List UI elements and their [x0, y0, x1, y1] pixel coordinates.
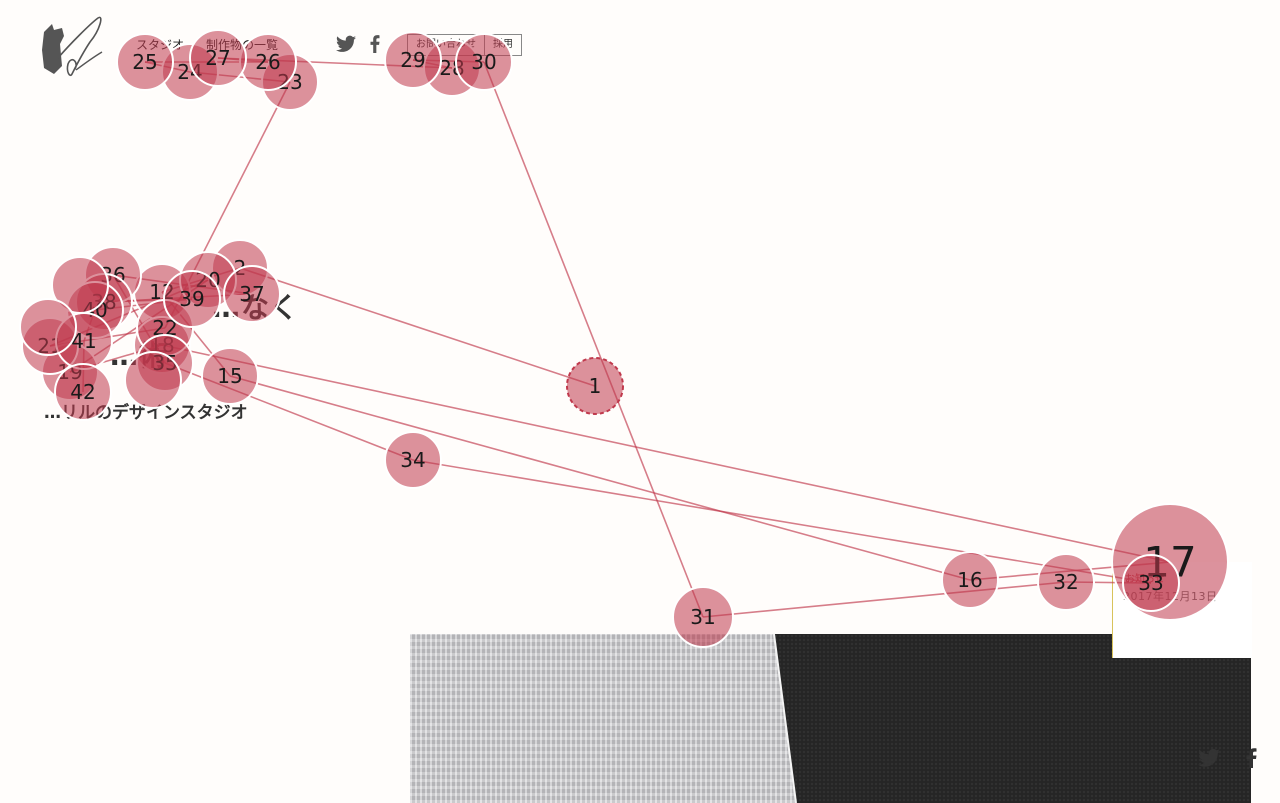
gaze-fixation-label: 31 — [690, 605, 715, 629]
facebook-icon[interactable] — [370, 35, 380, 53]
gaze-fixation-label: 34 — [400, 448, 425, 472]
gaze-fixation: 16 — [942, 552, 998, 608]
gaze-fixation: 1 — [567, 358, 623, 414]
hero-image — [410, 634, 1251, 803]
gaze-path-segment — [703, 582, 1066, 617]
gaze-fixation-label: 25 — [132, 50, 157, 74]
gaze-fixation: 23 — [262, 54, 318, 110]
gaze-path-segment — [190, 72, 290, 82]
news-card[interactable]: お知らせ 2017年12月13日 — [1112, 562, 1252, 658]
gaze-path-segment — [218, 58, 268, 62]
header-buttons: お問い合わせ 採用 — [407, 34, 522, 56]
gaze-fixation-label: 2 — [234, 256, 247, 280]
header-sns — [336, 35, 380, 53]
gaze-path-segment — [413, 60, 484, 62]
twitter-icon[interactable] — [1198, 748, 1220, 768]
studio-logo[interactable] — [40, 14, 108, 80]
gaze-fixation-label: 32 — [1053, 570, 1078, 594]
facebook-icon[interactable] — [1246, 748, 1257, 768]
nav-works[interactable]: 制作物の一覧 — [206, 36, 278, 53]
gaze-fixation-label: 26 — [255, 50, 280, 74]
main-nav: スタジオ 制作物の一覧 — [136, 36, 278, 53]
gaze-path-segment — [230, 376, 970, 580]
gaze-fixation-circle — [567, 358, 623, 414]
gaze-fixation: 34 — [385, 432, 441, 488]
contact-button[interactable]: お問い合わせ — [408, 35, 484, 55]
gaze-path-segment — [484, 62, 703, 617]
hero-title: …なく …術 — [44, 284, 299, 380]
gaze-path-segment — [162, 345, 1170, 562]
news-label: お知らせ — [1125, 570, 1165, 585]
gaze-path-segment — [145, 62, 190, 72]
news-date: 2017年12月13日 — [1123, 588, 1218, 604]
gaze-fixation-circle — [942, 552, 998, 608]
twitter-icon[interactable] — [336, 35, 356, 53]
gaze-fixation-circle — [262, 54, 318, 110]
gaze-fixation-label: 28 — [439, 56, 464, 80]
gaze-path-segment — [413, 460, 1151, 583]
gaze-fixation-circle — [1038, 554, 1094, 610]
bottom-sns — [1198, 748, 1257, 768]
hero-title-line: …術 — [44, 332, 299, 380]
gaze-fixation: 32 — [1038, 554, 1094, 610]
gaze-path-segment — [218, 58, 452, 68]
nav-studio[interactable]: スタジオ — [136, 36, 184, 53]
gaze-fixation-circle — [385, 432, 441, 488]
gaze-fixation-label: 16 — [957, 568, 982, 592]
hero-image-edge — [410, 634, 1251, 803]
hero-title-line: …なく — [44, 284, 299, 332]
hero-subtitle: …リルのデザインスタジオ — [44, 398, 248, 423]
gaze-fixation-label: 1 — [589, 374, 602, 398]
gaze-path-segment — [413, 60, 452, 68]
recruit-button[interactable]: 採用 — [484, 35, 521, 55]
gaze-fixation-label: 23 — [277, 70, 302, 94]
gaze-fixation-label: 24 — [177, 60, 202, 84]
